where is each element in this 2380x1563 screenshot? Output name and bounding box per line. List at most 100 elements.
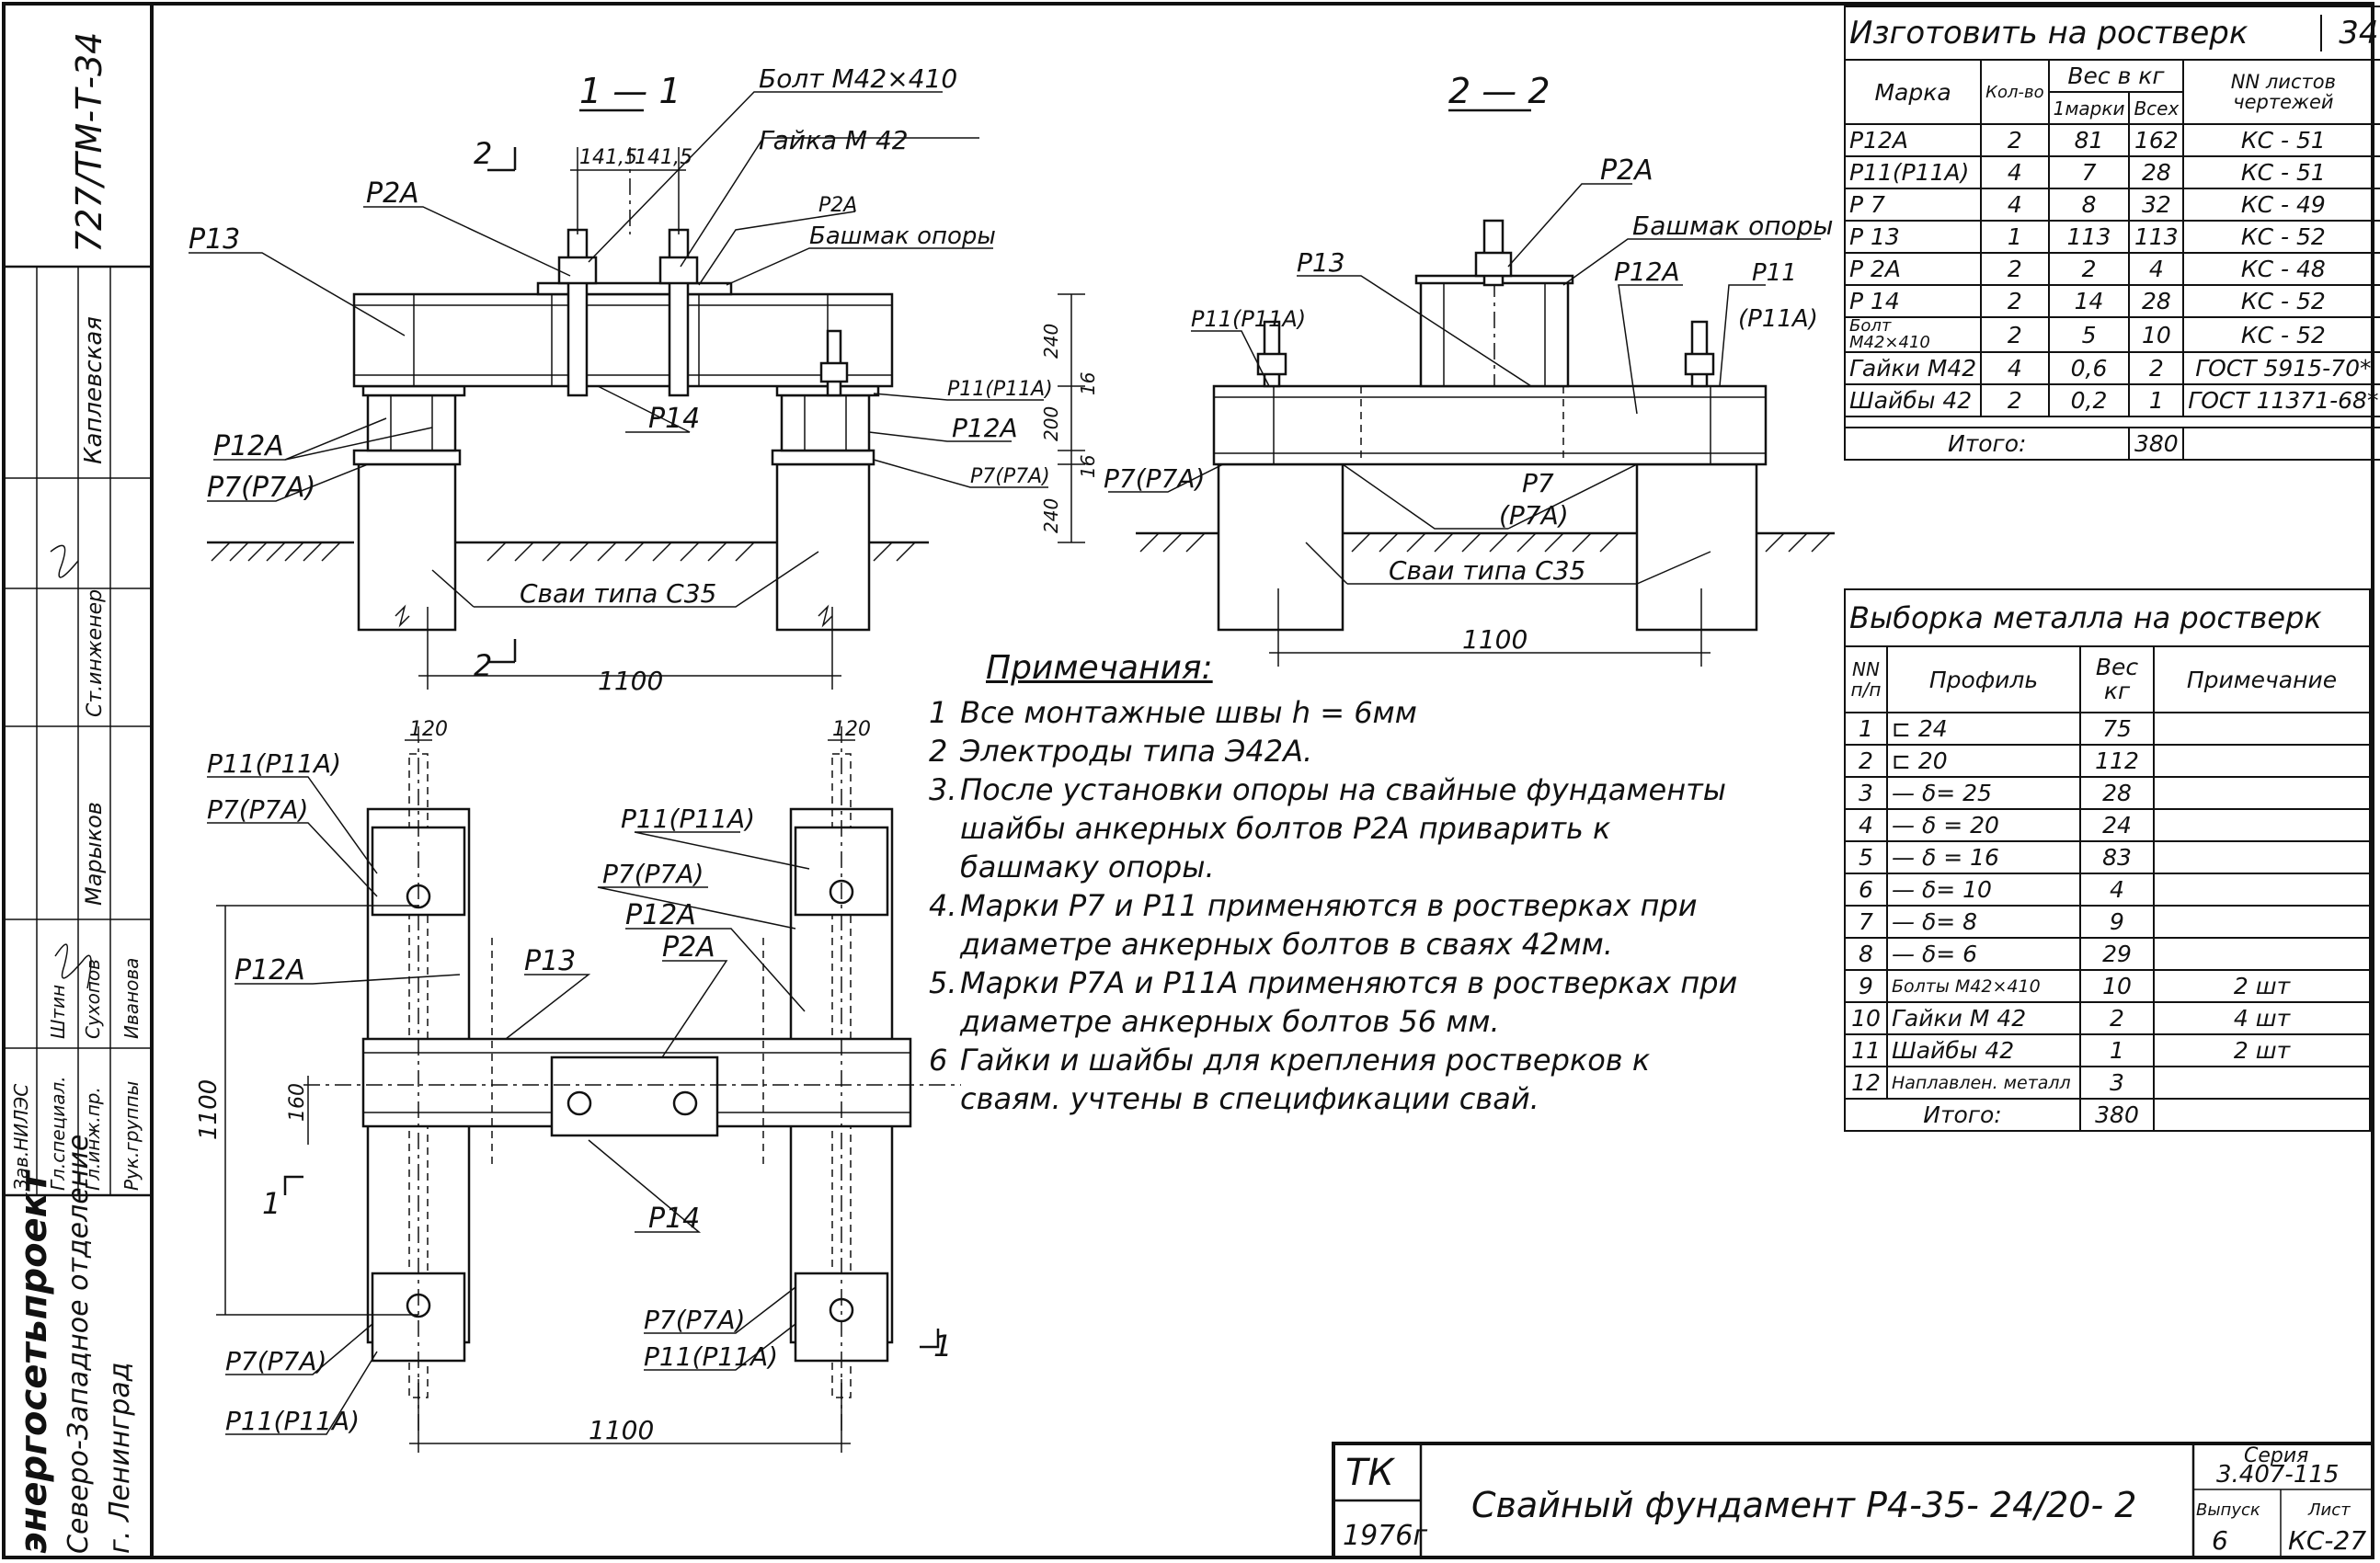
metal-h-note: Примечание	[2153, 645, 2371, 713]
org-dept: Северо-Западное отделение	[63, 1135, 95, 1554]
lbl-p13-s1: Р13	[189, 223, 240, 256]
metal-cell	[2153, 808, 2371, 842]
lbl-nut: Гайка М 42	[759, 125, 909, 155]
metal-cell: — δ = 20	[1886, 808, 2081, 842]
lbl-p11-s1: Р11(Р11А)	[947, 378, 1053, 401]
spec-cell: 7	[2047, 155, 2131, 189]
metal-cell: 4 шт	[2153, 1001, 2371, 1035]
metal-cell	[2153, 905, 2371, 939]
doc-code: 727/ТМ-Т-34	[69, 32, 109, 253]
metal-cell: 2	[2079, 1001, 2155, 1035]
lbl-p13-s2: Р13	[1297, 247, 1345, 278]
lbl-p11-split2: (Р11А)	[1738, 305, 1818, 333]
spec-cell: ГОСТ 11371-68*	[2182, 383, 2380, 417]
metal-cell: Болты М42×410	[1886, 969, 2081, 1003]
metal-cell: — δ= 8	[1886, 905, 2081, 939]
lbl-p7-split2: (Р7А)	[1499, 500, 1569, 531]
metal-cell: Наплавлен. металл	[1886, 1066, 2081, 1100]
metal-cell	[2153, 776, 2371, 810]
dim-160: 160	[286, 1083, 309, 1122]
spec-cell: КС - 51	[2182, 155, 2380, 189]
spec-cell: 113	[2047, 220, 2131, 254]
metal-cell: — δ= 25	[1886, 776, 2081, 810]
metal-cell: 10	[1844, 1001, 1888, 1035]
cut1-left: 1	[262, 1186, 280, 1221]
metal-cell: 12	[1844, 1066, 1888, 1100]
spec-cell: 5	[2047, 316, 2131, 353]
lbl-p14-plan: Р14	[648, 1203, 700, 1235]
metal-cell: 28	[2079, 776, 2155, 810]
spec-cell: 0,6	[2047, 351, 2131, 385]
section-1-1: 1 — 1	[189, 63, 1099, 696]
tb-sheet-label: Лист	[2307, 1500, 2351, 1520]
spec-cell: Гайки М42	[1843, 351, 1983, 385]
dim-120-right: 120	[832, 718, 871, 741]
lbl-p11-split1: Р11	[1752, 259, 1797, 287]
metal-cell: 9	[1844, 969, 1888, 1003]
lbl-p11-s2-left: Р11(Р11А)	[1191, 306, 1306, 332]
role-ruk: Рук.группы	[120, 1081, 143, 1191]
tb-issue: 6	[2212, 1525, 2228, 1556]
lbl-p2a-plan: Р2А	[662, 931, 715, 964]
tb-series-label: Серия	[2244, 1444, 2308, 1467]
lbl-shoe-s2: Башмак опоры	[1632, 211, 1834, 241]
dim-141-right: 141,5	[635, 146, 692, 169]
metal-cell: 4	[1844, 808, 1888, 842]
spec-table: Изготовить на ростверк 34 Марка Кол-во В…	[1843, 6, 2380, 461]
lbl-p11-plan4: Р11(Р11А)	[644, 1341, 778, 1372]
spec-cell: 4	[1980, 188, 2050, 222]
spec-cell: КС - 52	[2182, 284, 2380, 318]
lbl-bolt: Болт М42×410	[759, 63, 957, 94]
spec-cell: 2	[1980, 284, 2050, 318]
lbl-p2a-s2: Р2А	[1600, 154, 1653, 187]
spec-cell: Р 13	[1843, 220, 1983, 254]
metal-cell: ⊏ 20	[1886, 744, 2081, 778]
lbl-p7-plan2: Р7(Р7А)	[602, 859, 704, 889]
cut2-top: 2	[474, 136, 492, 171]
spec-cell: 113	[2128, 220, 2185, 254]
spec-cell: 4	[1980, 351, 2050, 385]
spec-total-label: Итого:	[1843, 427, 2131, 461]
metal-cell: Гайки М 42	[1886, 1001, 2081, 1035]
lbl-p7-plan1: Р7(Р7А)	[207, 794, 308, 825]
metal-cell: 29	[2079, 937, 2155, 971]
metal-cell: 2	[1844, 744, 1888, 778]
spec-cell: 4	[1980, 155, 2050, 189]
metal-cell	[2153, 873, 2371, 907]
lbl-p11-plan3: Р11(Р11А)	[225, 1406, 360, 1436]
lbl-p14-s1: Р14	[648, 403, 700, 435]
spec-cell: Р 14	[1843, 284, 1983, 318]
dim-141-left: 141,5	[579, 146, 637, 169]
spec-cell: Болт М42×410	[1843, 316, 1983, 353]
tb-issue-label: Выпуск	[2196, 1500, 2260, 1520]
plan-view: 120 120 160 1100 1100 1 1 Р11(Р11А) Р7(Р…	[195, 718, 961, 1453]
spec-cell: Р11(Р11А)	[1843, 155, 1983, 189]
metal-cell: 5	[1844, 840, 1888, 874]
dim-240-bottom: 240	[1040, 498, 1062, 533]
metal-cell	[2153, 744, 2371, 778]
spec-cell: 28	[2128, 284, 2185, 318]
spec-h-all: Всех	[2128, 91, 2185, 125]
metal-cell: 1	[1844, 712, 1888, 746]
left-stamp: 727/ТМ-Т-34 Каплевская Марыков Ст.инжене…	[4, 32, 152, 1554]
spec-h-sheets: NN листов чертежей	[2182, 59, 2380, 125]
role-gl-spec: Гл.специал.	[47, 1076, 69, 1191]
lbl-p2a-left: Р2А	[366, 177, 419, 210]
dim-1100-plan-h: 1100	[589, 1415, 654, 1445]
note-5: 5.Марки Р7А и Р11А применяются в роствер…	[929, 965, 1738, 1039]
tb-year: 1976г	[1343, 1520, 1427, 1552]
spec-cell: 2	[1980, 316, 2050, 353]
